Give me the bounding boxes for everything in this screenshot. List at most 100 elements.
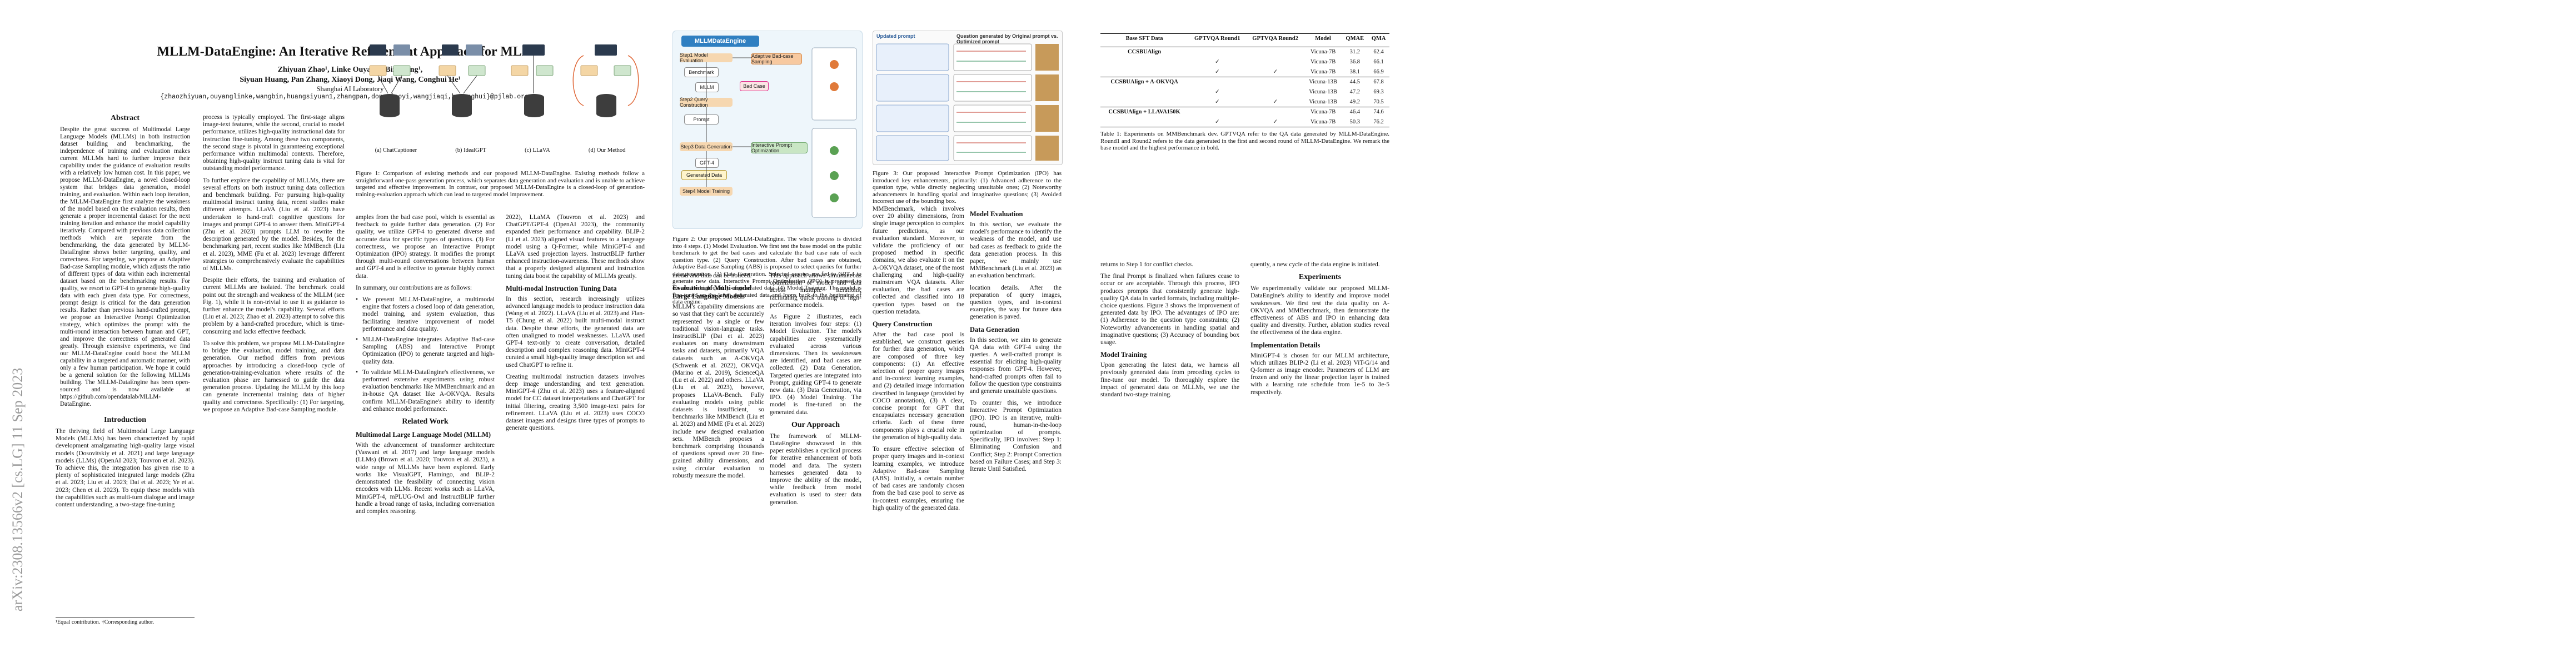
page3-col1: MMBenchmark, which involves over 20 abil…: [873, 206, 964, 516]
page4-col2: quently, a new cycle of the data engine …: [1250, 261, 1389, 401]
figure-2-caption-wrap: Figure 2: Our proposed MLLM-DataEngine. …: [672, 232, 861, 311]
table-cell: 66.9: [1373, 68, 1384, 75]
figure-1: (a) ChatCaptioner (b) IdealGPT (c) LLaVA…: [356, 39, 645, 164]
page2-col1: 2022), LLaMA (Touvron et al. 2023) and C…: [506, 214, 645, 436]
table-cell: Vicuna-13B: [1309, 88, 1337, 95]
page4-col1: returns to Step 1 for conflict checks. T…: [1100, 261, 1239, 403]
table-cell: 50.3: [1342, 117, 1368, 127]
table-cell: [1246, 87, 1304, 97]
fig1-panel-b: [439, 44, 486, 117]
col3-para-2: In summary, our contributions are as fol…: [356, 284, 472, 291]
authors-line-2: Siyuan Huang, Pan Zhang, Xiaoyi Dong, Ji…: [240, 76, 461, 84]
table-cell: 47.2: [1349, 88, 1360, 95]
table-cell: ✓: [1214, 69, 1220, 75]
figure-3-caption-wrap: Figure 3: Our proposed Interactive Promp…: [873, 167, 1062, 211]
abstract-heading: Abstract: [110, 114, 140, 122]
fig2-benchmark: Benchmark: [684, 67, 719, 77]
table-cell: ✓: [1214, 99, 1220, 105]
table-cell: ✓: [1214, 59, 1220, 65]
our-approach-heading: Our Approach: [791, 420, 840, 429]
p2-col2-para-2: MLLM's capability dimensions are so vast…: [672, 303, 764, 479]
p2-col1-para-3: Creating multimodal instruction datasets…: [506, 373, 645, 432]
page3-col2: Model Evaluation In this section, we eva…: [970, 206, 1062, 477]
t1-h4: QMAE: [1342, 33, 1368, 43]
table-cell: 76.2: [1368, 117, 1389, 127]
fig3-heading-left: Updated prompt: [876, 33, 915, 39]
p4-col2-para-2: We experimentally validate our proposed …: [1250, 285, 1389, 336]
table-cell: 62.4: [1368, 47, 1389, 57]
t1-h0: Base SFT Data: [1100, 33, 1189, 43]
table-cell: Vicuna-13B: [1304, 77, 1342, 87]
fig1-sub-a: (a) ChatCaptioner: [375, 147, 417, 153]
table-cell: ✓: [1273, 69, 1278, 75]
p2-col3-para-3: The framework of MLLM-DataEngine showcas…: [770, 432, 861, 506]
table-cell: Vicuna-7B: [1310, 58, 1336, 65]
table-cell: ✓: [1273, 99, 1278, 105]
arxiv-stamp-text: arXiv:2308.13566v2 [cs.LG] 11 Sep 2023: [10, 368, 26, 611]
table-cell: [1188, 107, 1247, 117]
page-2: MLLMDataEngine Step1 Model Evaluation St…: [667, 0, 1067, 667]
table-row: ✓ Vicuna-7B 36.8 66.1: [1100, 57, 1389, 67]
figure-2: MLLMDataEngine Step1 Model Evaluation St…: [672, 31, 863, 229]
footnote: ¹Equal contribution. †Corresponding auth…: [56, 619, 155, 625]
data-generation-heading: Data Generation: [970, 325, 1020, 334]
p2-col1-para-2: In this section, research increasingly u…: [506, 295, 645, 369]
contribution-bullet-3: To validate MLLM-DataEngine's effectiven…: [356, 369, 495, 413]
intro-text: The thriving field of Multimodal Large L…: [56, 428, 195, 509]
table-cell: 66.1: [1373, 58, 1384, 65]
model-evaluation-heading: Model Evaluation: [970, 210, 1023, 218]
table-cell: [1100, 117, 1189, 127]
table-cell: [1188, 77, 1247, 87]
p2-col2-para-1: model and thus can be noticed.: [672, 272, 752, 279]
contribution-bullet-1: We present MLLM-DataEngine, a multimodal…: [356, 296, 495, 333]
table-cell: 38.1: [1349, 68, 1360, 75]
table-cell: CCSBUAlign: [1100, 47, 1189, 57]
table-1-wrap: Base SFT Data GPTVQA Round1 GPTVQA Round…: [1100, 33, 1389, 157]
figure-3-caption: Figure 3: Our proposed Interactive Promp…: [873, 170, 1062, 205]
instruction-data-subheading: Multi-modal Instruction Tuning Data: [506, 284, 617, 292]
t1-h5: QMA: [1368, 33, 1389, 43]
table-cell: [1100, 97, 1188, 107]
p3-col1-para-3: To ensure effective selection of proper …: [873, 446, 964, 511]
p4-col1-para-3: Upon generating the latest data, we harn…: [1100, 362, 1239, 399]
eval-mllm-subheading: Evaluation of Multi-modal Large Language…: [672, 284, 752, 301]
mllm-subheading: Multimodal Large Language Model (MLLM): [356, 431, 491, 439]
table-cell: [1100, 57, 1188, 67]
table-cell: 36.8: [1349, 58, 1360, 65]
fig1-sub-b: (b) IdealGPT: [455, 147, 486, 153]
table-cell: [1188, 47, 1247, 57]
fig2-prompt: Prompt: [684, 115, 719, 125]
p4-col2-para-3: MiniGPT-4 is chosen for our MLLM archite…: [1250, 352, 1389, 396]
fig2-step1: Step1 Model Evaluation: [680, 52, 733, 63]
table-cell: [1100, 67, 1188, 77]
table-cell: ✓: [1246, 117, 1304, 127]
table-cell: Vicuna-7B: [1304, 47, 1342, 57]
t1-h3: Model: [1304, 33, 1342, 43]
intro-heading: Introduction: [104, 416, 146, 424]
figure-1-subcaptions: (a) ChatCaptioner (b) IdealGPT (c) LLaVA…: [356, 147, 645, 153]
figure-1-caption-wrap: Figure 1: Comparison of existing methods…: [356, 167, 645, 203]
table-cell: CCSBUAlign + A-OKVQA: [1100, 77, 1189, 87]
col2-para-2: To further explore the capability of MLL…: [203, 177, 345, 272]
table-cell: CCSBUAlign + LLAVA150K: [1100, 107, 1189, 117]
page2-col3: This approach allows simultaneous optimi…: [770, 272, 861, 511]
table-cell: 69.3: [1373, 88, 1384, 95]
table-row: ✓ ✓ Vicuna-13B 49.2 70.5: [1100, 97, 1389, 107]
table-cell: Vicuna-13B: [1309, 98, 1337, 105]
p3-col1-para-2: After the bad case pool is established, …: [873, 331, 964, 441]
t1-h1: GPTVQA Round1: [1188, 33, 1247, 43]
table-cell: 70.5: [1373, 98, 1384, 105]
fig2-arrows: [706, 47, 857, 218]
fig2-ipo: Interactive Prompt Optimization: [751, 142, 808, 153]
fig2-bad-case: Bad Case: [740, 81, 769, 91]
fig1-sub-d: (d) Our Method: [588, 147, 626, 153]
figure-1-diagram: [369, 44, 639, 117]
figure-3: Updated prompt Question generated by Ori…: [873, 31, 1063, 165]
table-cell: 49.2: [1349, 98, 1360, 105]
